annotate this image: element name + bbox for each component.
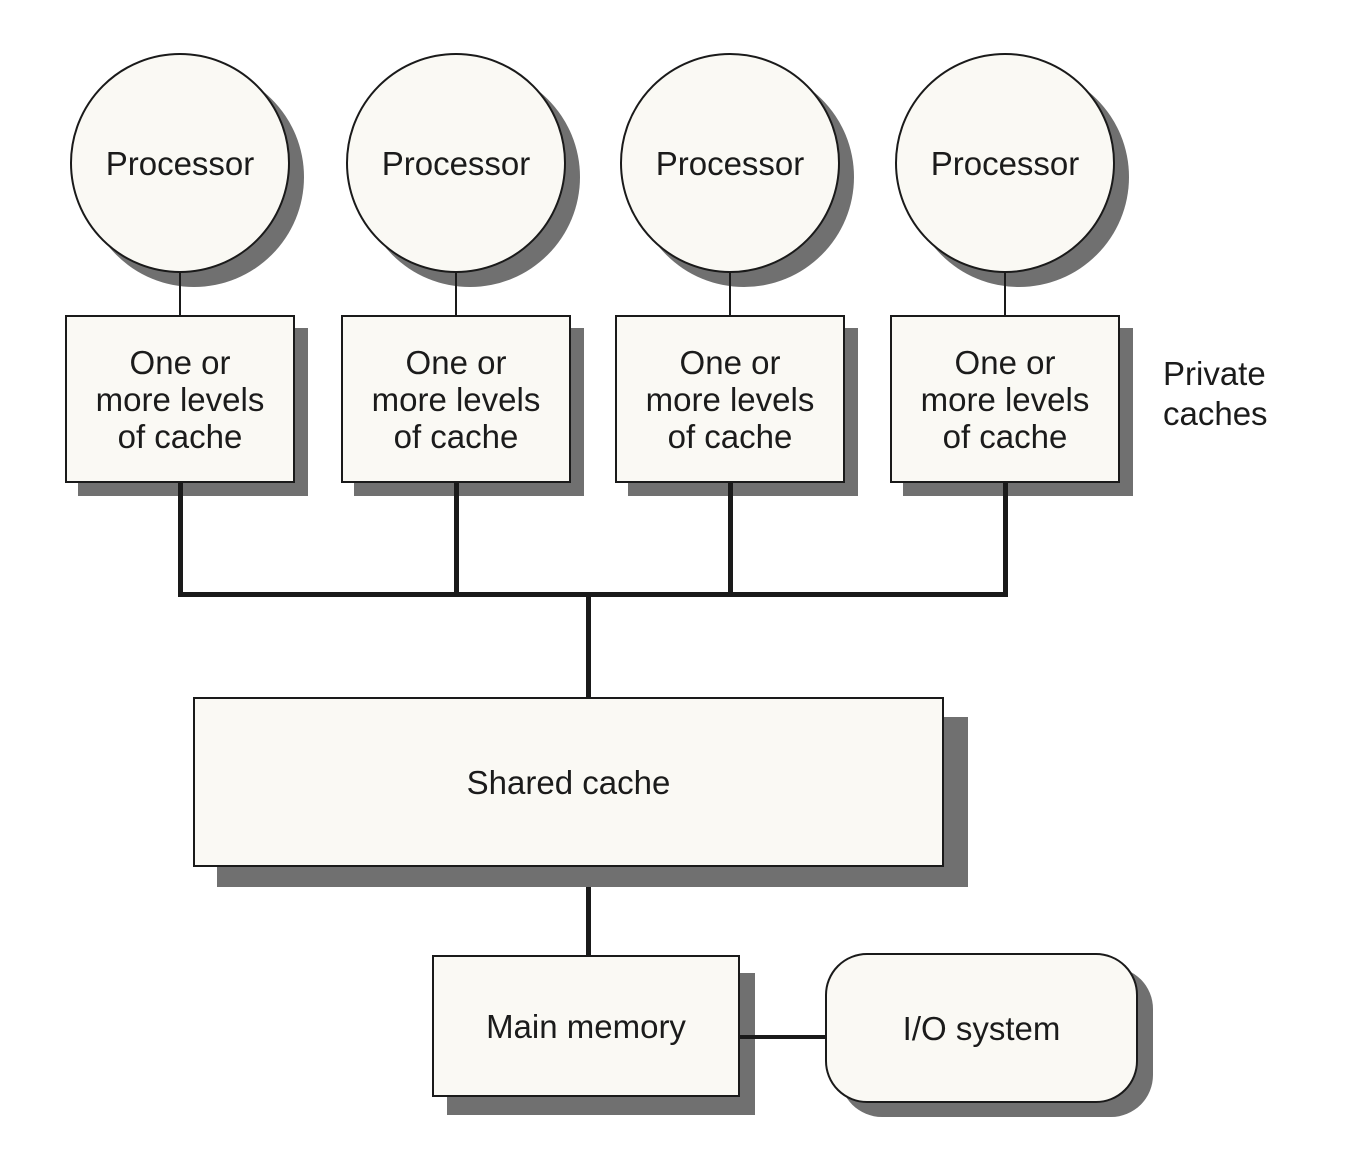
cache-box-1: One or more levels of cache	[65, 315, 295, 483]
processor-label: Processor	[381, 144, 531, 182]
shared-cache-label: Shared cache	[466, 763, 671, 801]
private-caches-annotation: Private caches	[1163, 355, 1268, 432]
connector-bus-shared-cache	[586, 592, 591, 699]
connector-main-memory-io	[738, 1035, 827, 1039]
connector-cache1-bus	[177, 483, 183, 597]
main-memory-label: Main memory	[486, 1007, 686, 1045]
connector-shared-cache-main-memory	[586, 867, 591, 957]
connector-processor3-cache3	[728, 272, 732, 317]
connector-processor4-cache4	[1003, 272, 1007, 317]
processor-label: Processor	[930, 144, 1080, 182]
io-system-box: I/O system	[825, 953, 1138, 1103]
processor-circle-2: Processor	[346, 53, 566, 273]
connector-processor2-cache2	[454, 272, 458, 317]
cache-box-label: One or more levels of cache	[645, 343, 815, 455]
main-memory-box: Main memory	[432, 955, 740, 1097]
connector-cache4-bus	[1002, 483, 1008, 597]
processor-circle-1: Processor	[70, 53, 290, 273]
connector-cache2-bus	[453, 483, 459, 597]
cache-box-label: One or more levels of cache	[371, 343, 541, 455]
shared-cache-box: Shared cache	[193, 697, 944, 867]
connector-processor1-cache1	[178, 272, 182, 317]
processor-label: Processor	[105, 144, 255, 182]
cache-box-4: One or more levels of cache	[890, 315, 1120, 483]
io-system-label: I/O system	[902, 1009, 1061, 1047]
processor-circle-4: Processor	[895, 53, 1115, 273]
cache-box-3: One or more levels of cache	[615, 315, 845, 483]
bus-line	[177, 592, 1008, 597]
cache-box-label: One or more levels of cache	[920, 343, 1090, 455]
connector-cache3-bus	[727, 483, 733, 597]
processor-circle-3: Processor	[620, 53, 840, 273]
processor-label: Processor	[655, 144, 805, 182]
cache-box-2: One or more levels of cache	[341, 315, 571, 483]
cache-box-label: One or more levels of cache	[95, 343, 265, 455]
